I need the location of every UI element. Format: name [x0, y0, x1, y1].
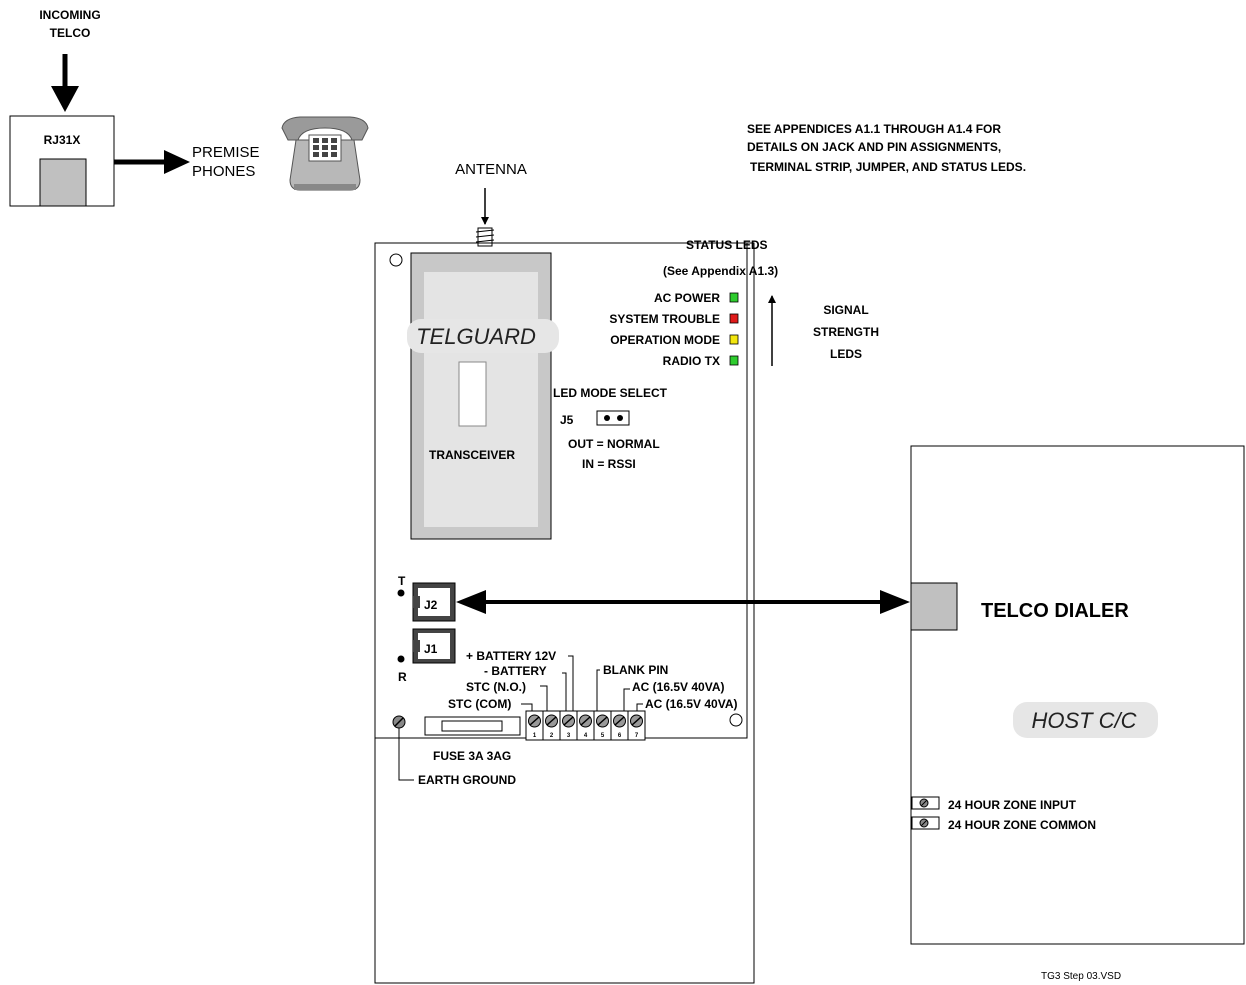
jumper-out-label: OUT = NORMAL — [568, 437, 660, 451]
status-led-label: RADIO TX — [663, 354, 720, 368]
j2-label: J2 — [424, 598, 438, 612]
host-control-panel — [910, 445, 1245, 945]
telco-dialer-jack[interactable] — [910, 582, 958, 631]
incoming-telco-arrow — [51, 54, 79, 112]
ac-input-1-label: AC (16.5V 40VA) — [632, 680, 724, 694]
ring-label: R — [398, 670, 407, 684]
j2-to-dialer-connection — [456, 590, 910, 614]
terminal-number: 1 — [533, 733, 537, 739]
premise-phones-arrow — [114, 150, 190, 174]
note-line-2: DETAILS ON JACK AND PIN ASSIGNMENTS, — [747, 140, 1001, 154]
terminal-screw[interactable]: 1 — [525, 710, 544, 741]
stc-no-label: STC (N.O.) — [466, 680, 526, 694]
battery-negative-label: - BATTERY — [484, 664, 547, 678]
terminal-screw[interactable]: 6 — [610, 710, 629, 741]
file-name-label: TG3 Step 03.VSD — [1041, 971, 1121, 982]
telco-dialer-label: TELCO DIALER — [981, 600, 1129, 622]
fuse-holder — [424, 716, 521, 736]
ring-dot — [397, 655, 405, 663]
tip-label: T — [398, 574, 406, 588]
zone-input-label: 24 HOUR ZONE INPUT — [948, 798, 1077, 812]
j2-jack[interactable] — [412, 582, 456, 622]
signal-label-1: SIGNAL — [823, 303, 868, 317]
incoming-telco-label-1: INCOMING — [39, 8, 100, 22]
note-line-3: TERMINAL STRIP, JUMPER, AND STATUS LEDS. — [750, 160, 1026, 174]
j1-jack[interactable] — [412, 628, 456, 664]
zone-input-terminal[interactable] — [911, 796, 940, 810]
terminal-callouts — [521, 655, 643, 711]
stc-com-label: STC (COM) — [448, 697, 511, 711]
mounting-hole — [389, 253, 403, 267]
fuse-label: FUSE 3A 3AG — [433, 749, 511, 763]
terminal-screw[interactable]: 5 — [593, 710, 612, 741]
transceiver-module — [410, 252, 552, 540]
host-logo-badge — [1013, 702, 1158, 738]
rj31x-label: RJ31X — [44, 133, 81, 147]
zone-common-label: 24 HOUR ZONE COMMON — [948, 818, 1096, 832]
rj31x-jack — [9, 115, 115, 207]
signal-label-3: LEDS — [830, 347, 862, 361]
terminal-screw[interactable]: 3 — [559, 710, 578, 741]
status-led — [729, 313, 739, 324]
terminal-number: 7 — [635, 733, 639, 739]
terminal-screw[interactable]: 2 — [542, 710, 561, 741]
telguard-logo — [407, 319, 559, 353]
terminal-number: 5 — [601, 733, 605, 739]
zone-common-terminal[interactable] — [911, 816, 940, 830]
premise-phones-label-1: PREMISE — [192, 144, 260, 161]
status-led — [729, 355, 739, 366]
note-line-1: SEE APPENDICES A1.1 THROUGH A1.4 FOR — [747, 122, 1001, 136]
premise-phones-label-2: PHONES — [192, 163, 255, 180]
status-led-label: SYSTEM TROUBLE — [609, 312, 720, 326]
signal-label-2: STRENGTH — [813, 325, 879, 339]
terminal-number: 3 — [567, 733, 571, 739]
terminal-screw[interactable]: 4 — [576, 710, 595, 741]
telguard-brand: TELGUARD — [416, 324, 536, 349]
status-led-list: AC POWER SYSTEM TROUBLE OPERATION MODE RADI… — [609, 291, 739, 368]
earth-ground-callout — [398, 728, 414, 781]
ac-input-2-label: AC (16.5V 40VA) — [645, 697, 737, 711]
antenna-label: ANTENNA — [455, 161, 527, 178]
status-led-label: OPERATION MODE — [610, 333, 720, 347]
earth-ground-label: EARTH GROUND — [418, 773, 516, 787]
status-leds-title: STATUS LEDS — [686, 238, 768, 252]
tip-dot — [397, 589, 405, 597]
mounting-hole — [729, 713, 743, 727]
terminal-number: 6 — [618, 733, 622, 739]
terminal-number: 2 — [550, 733, 554, 739]
host-name: HOST C/C — [1031, 708, 1136, 733]
terminal-number: 4 — [584, 733, 588, 739]
j5-label: J5 — [560, 413, 574, 427]
status-led — [729, 334, 739, 345]
status-led-label: AC POWER — [654, 291, 720, 305]
led-mode-select-label: LED MODE SELECT — [553, 386, 668, 400]
transceiver-label: TRANSCEIVER — [429, 448, 515, 462]
terminal-strip: 1 2 3 4 5 6 7 — [525, 710, 646, 741]
earth-ground-screw — [392, 715, 406, 729]
incoming-telco-label-2: TELCO — [50, 26, 91, 40]
status-led — [729, 292, 739, 303]
blank-pin-label: BLANK PIN — [603, 663, 668, 677]
j5-jumper[interactable] — [596, 410, 630, 426]
telephone-icon — [281, 116, 369, 191]
battery-positive-label: + BATTERY 12V — [466, 649, 556, 663]
jumper-in-label: IN = RSSI — [582, 457, 636, 471]
terminal-screw[interactable]: 7 — [627, 710, 646, 741]
antenna-coil — [475, 227, 495, 247]
j1-label: J1 — [424, 642, 438, 656]
status-leds-subtitle: (See Appendix A1.3) — [663, 264, 778, 278]
